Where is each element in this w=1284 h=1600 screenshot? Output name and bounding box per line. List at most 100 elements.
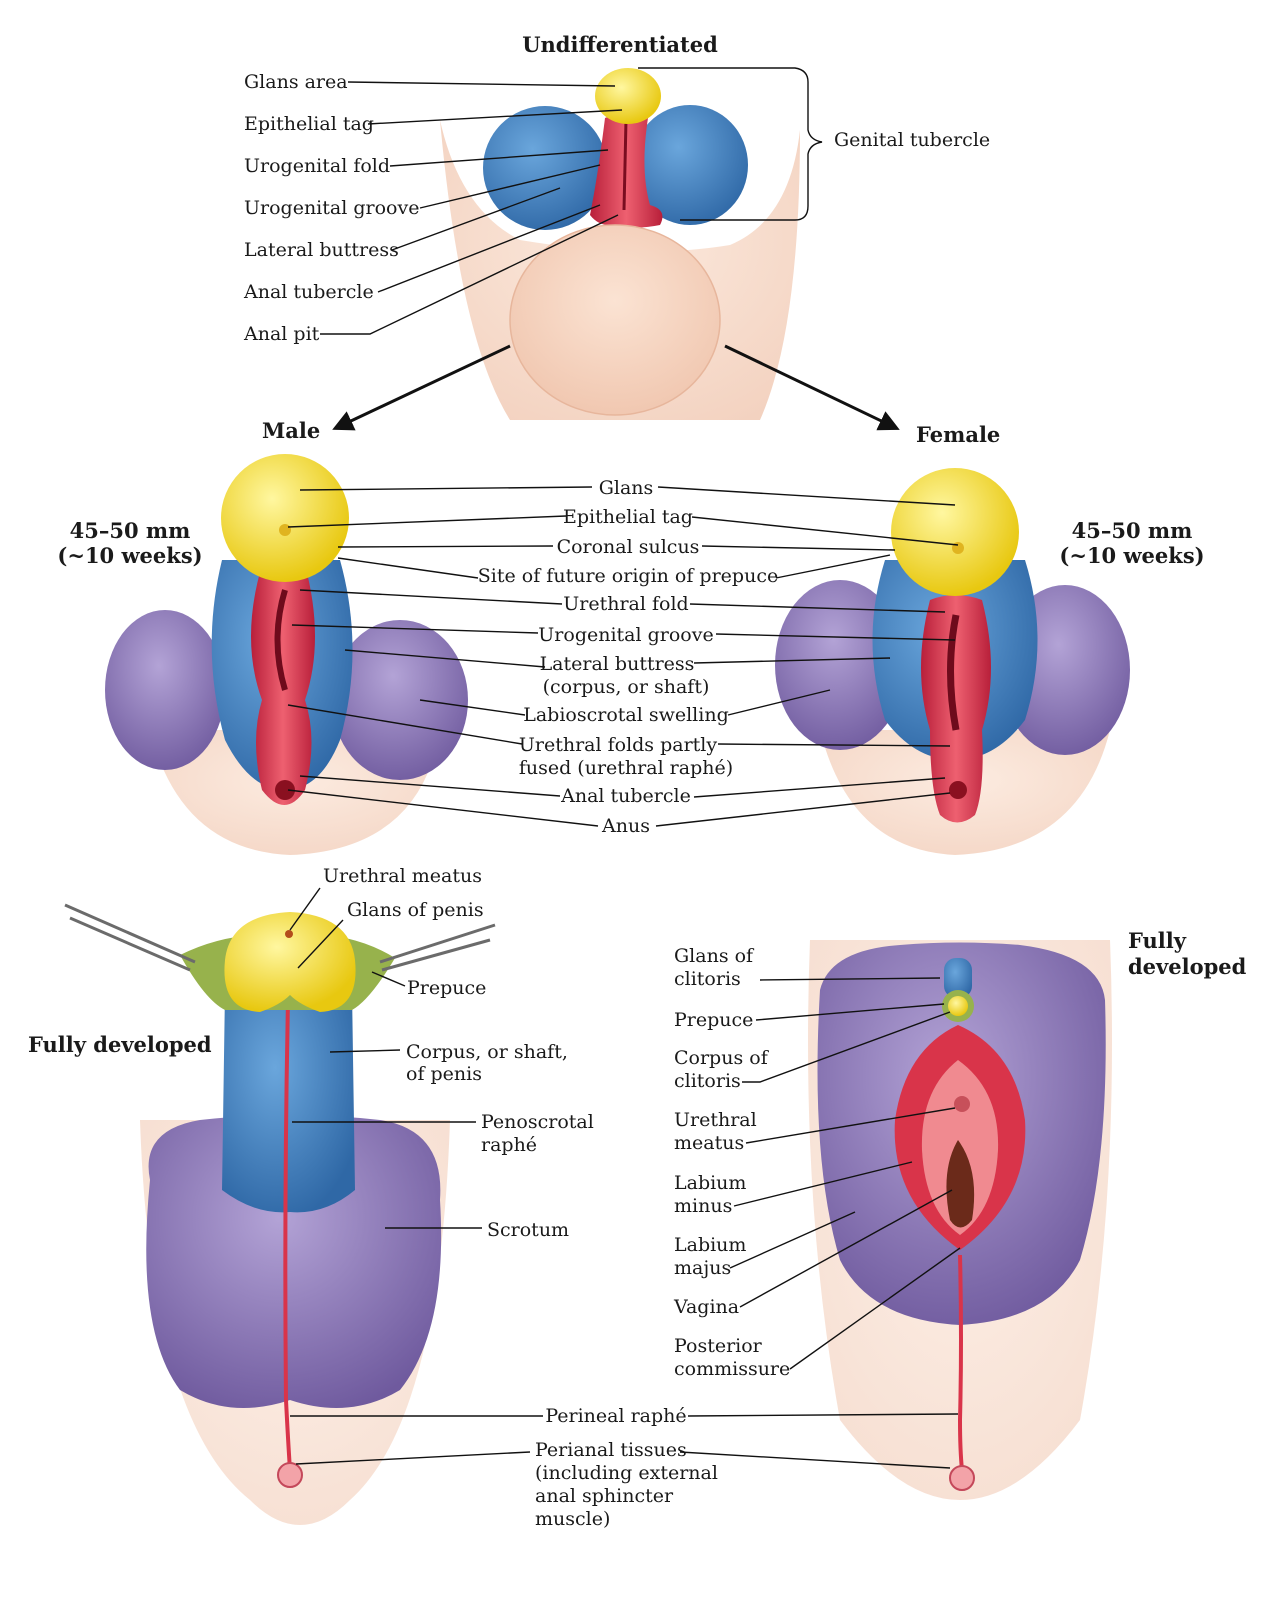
label-future-prepuce: Site of future origin of prepuce [478, 565, 778, 587]
label-anus: Anus [601, 815, 650, 837]
label-glans: Glans [599, 477, 654, 499]
label-perianal-3: anal sphincter [535, 1485, 674, 1507]
label-anal-pit: Anal pit [243, 323, 320, 345]
label-urethral-meatus-female-1: Urethral [674, 1109, 757, 1131]
female-10wk-groove [947, 614, 960, 731]
age-label-right-2: (~10 weeks) [1059, 543, 1204, 568]
male-full-leader-lines [289, 887, 482, 1229]
undifferentiated-illustration [440, 68, 800, 420]
label-corpus-male-2: of penis [406, 1063, 482, 1085]
male-10wk-epithelial-tag [279, 524, 291, 536]
female-10wk-glans [891, 468, 1019, 596]
male-full-meatus [285, 930, 293, 938]
female-10wk-swelling-left [775, 580, 905, 750]
label-glans-clitoris-1: Glans of [674, 945, 755, 967]
label-lateral-buttress-mid-2: (corpus, or shaft) [543, 676, 710, 698]
undiff-buttress-left [483, 106, 607, 230]
label-perianal-1: Perianal tissues [535, 1439, 687, 1461]
forceps-left [64, 903, 196, 972]
undiff-glans-area [595, 68, 661, 124]
label-penoscrotal-2: raphé [481, 1134, 537, 1156]
label-prepuce-male: Prepuce [407, 977, 486, 999]
label-urethral-meatus-male: Urethral meatus [323, 865, 482, 887]
label-glans-area: Glans area [244, 71, 348, 93]
male-10wk-glans [221, 454, 349, 582]
label-perianal-2: (including external [535, 1462, 718, 1484]
label-glans-penis: Glans of penis [347, 899, 484, 921]
female-10wk-illustration [775, 468, 1130, 855]
label-urethral-folds-2: fused (urethral raphé) [519, 757, 733, 779]
undiff-tail [509, 224, 721, 416]
label-epithelial-tag: Epithelial tag [244, 113, 374, 135]
label-scrotum: Scrotum [487, 1219, 569, 1241]
label-posterior-commissure-1: Posterior [674, 1335, 763, 1357]
label-lateral-buttress-mid-1: Lateral buttress [540, 653, 695, 675]
heading-female: Female [916, 422, 1000, 447]
heading-fully-developed-female-1: Fully [1128, 928, 1187, 953]
male-full-shaft [222, 990, 355, 1213]
label-labium-majus-2: majus [674, 1257, 731, 1279]
female-full-corpus-clitoris [944, 958, 972, 998]
forceps-right [379, 923, 496, 972]
label-urogenital-groove: Urogenital groove [244, 197, 419, 219]
label-labium-majus-1: Labium [674, 1234, 746, 1256]
heading-fully-developed-male: Fully developed [28, 1032, 212, 1057]
label-perianal-4: muscle) [535, 1508, 610, 1530]
label-genital-tubercle: Genital tubercle [834, 129, 990, 151]
female-full-vaginal-opening [946, 1140, 975, 1228]
male-full-illustration [64, 903, 496, 1525]
age-label-right-1: 45–50 mm [1072, 518, 1193, 543]
label-labium-minus-2: minus [674, 1195, 732, 1217]
label-prepuce-female: Prepuce [674, 1009, 753, 1031]
label-perineal-raphe: Perineal raphé [545, 1405, 686, 1427]
mid-leader-lines [287, 486, 959, 827]
female-full-illustration [808, 940, 1112, 1500]
label-labioscrotal: Labioscrotal swelling [523, 704, 729, 726]
label-corpus-male-1: Corpus, or shaft, [406, 1041, 568, 1063]
label-vagina: Vagina [673, 1296, 739, 1318]
female-10wk-epithelial-tag [952, 542, 964, 554]
label-labium-minus-1: Labium [674, 1172, 746, 1194]
heading-male: Male [262, 418, 320, 443]
label-urogenital-groove-mid: Urogenital groove [538, 624, 713, 646]
label-urethral-folds-1: Urethral folds partly [519, 734, 718, 756]
male-10wk-anus [275, 780, 295, 800]
label-urethral-meatus-female-2: meatus [674, 1132, 744, 1154]
female-full-perianal [949, 1465, 975, 1491]
male-full-perianal [277, 1462, 303, 1488]
heading-fully-developed-female-2: developed [1128, 954, 1247, 979]
male-10wk-illustration [105, 454, 468, 855]
label-urogenital-fold: Urogenital fold [244, 155, 390, 177]
label-anal-tubercle: Anal tubercle [243, 281, 374, 303]
label-coronal-sulcus: Coronal sulcus [557, 536, 700, 558]
label-glans-clitoris-2: clitoris [674, 968, 741, 990]
label-lateral-buttress: Lateral buttress [244, 239, 399, 261]
female-full-urethral-meatus [954, 1096, 970, 1112]
age-label-left-2: (~10 weeks) [57, 543, 202, 568]
female-full-perineal-raphe [957, 1254, 964, 1471]
male-10wk-groove [274, 589, 288, 691]
male-full-glans [224, 912, 356, 1012]
undiff-groove [622, 119, 628, 211]
undiff-leader-lines [320, 67, 823, 335]
male-full-scrotum [146, 1115, 442, 1408]
label-penoscrotal-1: Penoscrotal [481, 1111, 594, 1133]
label-posterior-commissure-2: commissure [674, 1358, 790, 1380]
arrow-to-male [332, 344, 511, 431]
bottom-leader-lines [290, 1413, 959, 1469]
male-full-raphe [283, 999, 292, 1471]
arrow-to-female [724, 344, 900, 431]
label-anal-tubercle-mid: Anal tubercle [560, 785, 691, 807]
label-corpus-clitoris-1: Corpus of [674, 1047, 770, 1069]
undiff-buttress-right [632, 105, 748, 225]
female-full-glans-clitoris-inner [948, 996, 968, 1016]
label-epithelial-tag-mid: Epithelial tag [563, 506, 693, 528]
label-corpus-clitoris-2: clitoris [674, 1070, 741, 1092]
male-10wk-swelling-right [332, 620, 468, 780]
female-full-leader-lines [729, 977, 961, 1370]
male-10wk-swelling-left [105, 610, 225, 770]
female-10wk-anus [949, 781, 967, 799]
age-label-left-1: 45–50 mm [70, 518, 191, 543]
label-urethral-fold: Urethral fold [563, 593, 688, 615]
